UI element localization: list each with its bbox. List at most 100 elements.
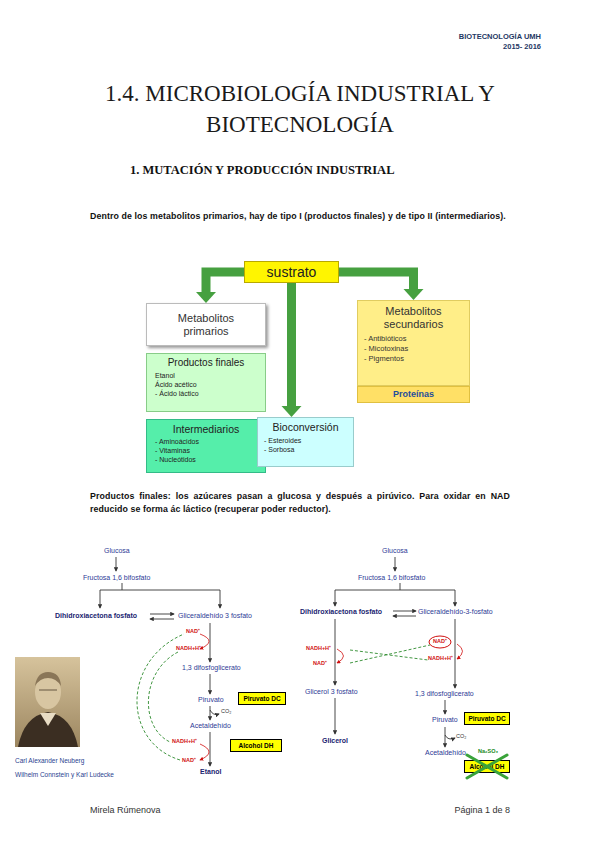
- paragraph: Dentro de los metabolitos primarios, hay…: [90, 210, 510, 223]
- cofactor: NAD⁺: [182, 757, 196, 764]
- pathway-line: [122, 583, 123, 590]
- cofactor-arc: [200, 744, 209, 760]
- node-heading: Intermediarios: [155, 423, 257, 435]
- footer-text: Mirela Rúmenova: [90, 805, 161, 816]
- equilibrium-arrow: [150, 614, 174, 615]
- arrow-shaft: [206, 272, 244, 293]
- metabolite: Gliceraldehído-3-fosfato: [418, 608, 493, 616]
- inhibitor: Na₂SO₃: [478, 748, 498, 755]
- arrow-shaft: [287, 283, 296, 407]
- footer-text: Página 1 de 8: [400, 805, 510, 816]
- equilibrium-arrow: [393, 616, 416, 617]
- node-item: - Esteroides: [264, 436, 347, 445]
- node-item: - Nucleótidos: [155, 455, 257, 464]
- node-item: Etanol: [155, 371, 257, 380]
- pathway-arrow: [116, 557, 117, 571]
- node-item: - Sorbosa: [264, 445, 347, 454]
- metabolite: Fructosa 1,6 bifosfato: [83, 574, 150, 582]
- pathway-arrow: [335, 619, 336, 685]
- pathway-arrow: [445, 700, 446, 714]
- cofactor-arc: [200, 634, 209, 649]
- node-heading: sustrato: [267, 264, 317, 280]
- metabolite: Dihidroxiacetona fosfato: [300, 608, 382, 616]
- pathway-arrow: [210, 674, 211, 694]
- equilibrium-arrow: [150, 619, 174, 620]
- enzyme-box: Piruvato DC: [238, 692, 286, 705]
- cofactor: NADH+H⁺: [306, 645, 331, 652]
- category-box: Metabolitos secundarios- Antibióticos- M…: [357, 300, 470, 386]
- cofactor: NAD⁺: [313, 660, 327, 667]
- pathway-arrow: [445, 727, 446, 747]
- node-heading: Productos finales: [155, 357, 257, 369]
- pathway-arrow: [210, 623, 211, 662]
- cofactor: NADH+H⁺: [172, 738, 197, 745]
- arrow-shaft: [339, 272, 414, 290]
- arrow-head: [196, 292, 216, 303]
- byproduct: CO₂: [221, 708, 231, 715]
- metabolite: 1,3 difosfoglicerato: [182, 664, 241, 672]
- node-heading: Metabolitos primarios: [169, 312, 243, 337]
- section-heading: 1. MUTACIÓN Y PRODUCCIÓN INDUSTRIAL: [130, 163, 394, 178]
- node-item: Ácido acético: [155, 380, 257, 389]
- pathway-line: [400, 583, 401, 590]
- node-heading: Metabolitos secundarios: [364, 305, 463, 330]
- portrait-photo: [15, 657, 80, 747]
- node-heading: Bioconversión: [264, 421, 347, 433]
- product-box: Bioconversión - Esteroides- Sorbosa: [257, 417, 354, 467]
- enzyme-box: Alcohol DH: [464, 760, 510, 773]
- cofactor: NADH+H⁺: [428, 655, 453, 662]
- metabolite: 1,3 difosfoglicerato: [415, 690, 474, 698]
- product-box: Productos finalesEtanolÁcido acético- Ác…: [146, 353, 266, 412]
- photo-figure: [39, 690, 57, 691]
- co2-release: [445, 735, 455, 739]
- enzyme-box: Piruvato DC: [464, 712, 510, 725]
- highlight-circle: [429, 636, 451, 648]
- arrow-head: [282, 406, 302, 417]
- photo-figure: [35, 672, 61, 686]
- cofactor-arc: [457, 644, 463, 659]
- node-item: - Ácido láctico: [155, 389, 257, 398]
- block-arrow: [339, 272, 424, 300]
- pathway-arrow: [210, 706, 211, 720]
- metabolite: Dihidroxiacetona fosfato: [55, 612, 137, 620]
- photo-frame: [15, 657, 80, 747]
- substrate-box: sustrato: [244, 261, 339, 283]
- pathway-arrow: [395, 557, 396, 571]
- cofactor-cycle: [350, 645, 430, 663]
- metabolite: Gliceraldehído 3 fosfato: [178, 612, 252, 620]
- equilibrium-arrow: [393, 611, 416, 612]
- photo-caption: Carl Alexander Neuberg: [15, 757, 84, 765]
- pathway-arrow: [220, 590, 221, 608]
- pathway-arrow: [455, 619, 456, 688]
- node-item: - Pigmentos: [364, 354, 463, 364]
- node-item: - Aminoácidos: [155, 437, 257, 446]
- byproduct: CO₂: [456, 733, 466, 740]
- cofactor: NADH+H⁺: [176, 645, 201, 652]
- paragraph: Productos finales: los azúcares pasan a …: [90, 490, 510, 516]
- node-heading: Proteínas: [393, 389, 434, 399]
- metabolite: Acetaldehído: [425, 749, 466, 757]
- pathway-arrow: [335, 590, 336, 606]
- node-heading: Alcohol DH: [469, 763, 504, 770]
- cofactor-cycle: [350, 650, 428, 660]
- page-title: 1.4. MICROBIOLOGÍA INDUSTRIAL Y BIOTECNO…: [30, 78, 570, 140]
- photo-figure: [18, 712, 78, 747]
- block-arrow: [282, 283, 302, 417]
- photo-figure: [40, 713, 56, 726]
- header-text: 2015- 2016: [400, 42, 541, 51]
- pathway-arrow: [100, 590, 101, 608]
- metabolite: Glicerol 3 fosfato: [305, 688, 358, 696]
- category-box: Proteínas: [357, 386, 470, 403]
- pathway-arrow: [455, 590, 456, 606]
- co2-release: [210, 710, 219, 715]
- cross-mark: [467, 755, 507, 778]
- cofactor: NAD⁺: [433, 638, 447, 645]
- pathway-arrow: [210, 732, 211, 766]
- metabolite: Piruvato: [432, 716, 458, 724]
- node-item: - Vitaminas: [155, 446, 257, 455]
- node-heading: Alcohol DH: [238, 742, 273, 749]
- header-text: BIOTECNOLOGÍA UMH: [400, 32, 541, 41]
- node-item: - Antibióticos: [364, 334, 463, 344]
- metabolite: Piruvato: [198, 696, 224, 704]
- category-box: Metabolitos primarios: [146, 303, 266, 346]
